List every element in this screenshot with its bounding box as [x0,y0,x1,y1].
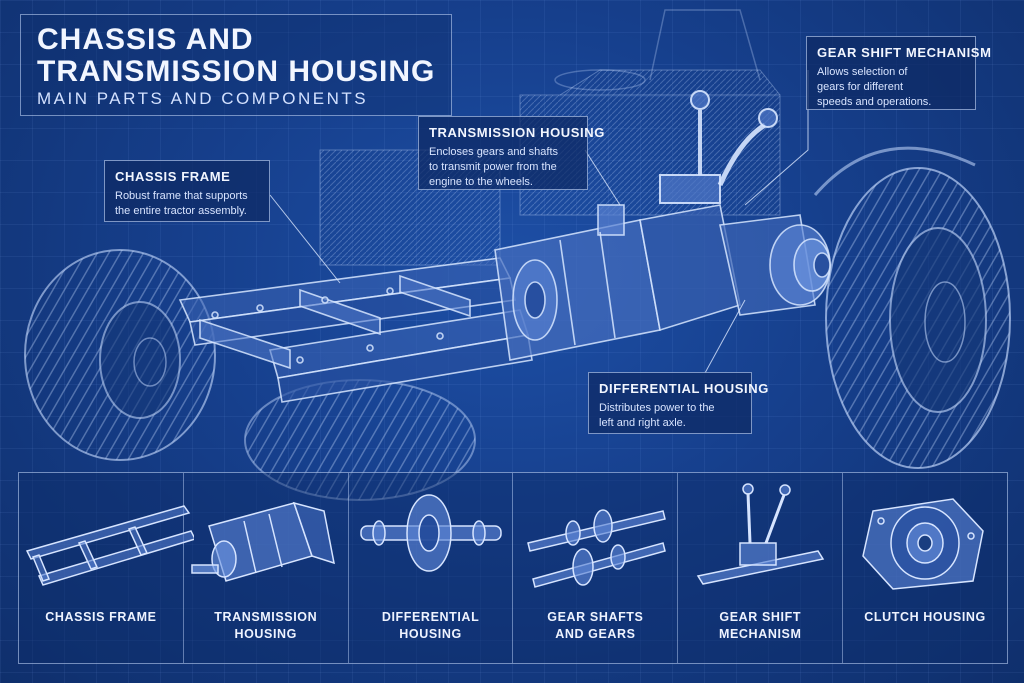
callout-transmission-housing: TRANSMISSION HOUSING Encloses gears and … [418,116,605,190]
callout-desc-line: Robust frame that supports [115,190,248,202]
gear-shafts-icon [527,509,667,588]
panel-clutch-housing: CLUTCH HOUSING [843,473,1007,663]
page-title-line-1: CHASSIS AND [37,23,254,56]
callout-desc-line: Encloses gears and shafts [429,146,559,158]
callout-gear-shift-mechanism: GEAR SHIFT MECHANISM Allows selection of… [806,36,992,110]
panel-chassis-frame: CHASSIS FRAME [19,473,194,663]
clutch-housing-icon [862,498,984,590]
callout-desc-line: to transmit power from the [429,161,557,173]
gear-shift-icon [697,483,825,585]
callout-desc-line: engine to the wheels. [429,176,533,188]
callout-title: GEAR SHIFT MECHANISM [817,45,992,60]
callout-title: DIFFERENTIAL HOUSING [599,381,769,396]
callout-desc-line: the entire tractor assembly. [115,205,247,217]
callout-chassis-frame: CHASSIS FRAME Robust frame that supports… [104,160,270,222]
callout-desc-line: left and right axle. [599,417,686,429]
callout-desc-line: Allows selection of [817,66,908,78]
transmission-housing-drawing [494,204,741,361]
callout-title: CHASSIS FRAME [115,169,231,184]
callout-title: TRANSMISSION HOUSING [429,125,605,140]
tractor-seat [554,9,761,91]
callout-differential-housing: DIFFERENTIAL HOUSING Distributes power t… [588,372,769,434]
front-wheel [24,249,216,461]
transmission-housing-icon [191,501,335,582]
callout-desc-line: gears for different [817,81,904,93]
differential-housing-drawing [719,214,831,316]
page-subtitle: MAIN PARTS AND COMPONENTS [37,89,369,108]
rear-wheel [813,146,1011,469]
page-title-line-2: TRANSMISSION HOUSING [37,55,436,88]
gear-shift-drawing [659,90,778,204]
differential-housing-icon [359,494,502,572]
callout-desc-line: Distributes power to the [599,402,715,414]
callout-desc-line: speeds and operations. [817,96,932,108]
panel-label: CLUTCH HOUSING [864,610,986,624]
chassis-frame-icon [25,505,194,586]
panel-label: CHASSIS FRAME [45,610,157,624]
chassis-frame-drawing [178,257,533,403]
title-block: CHASSIS AND TRANSMISSION HOUSING MAIN PA… [20,14,452,116]
